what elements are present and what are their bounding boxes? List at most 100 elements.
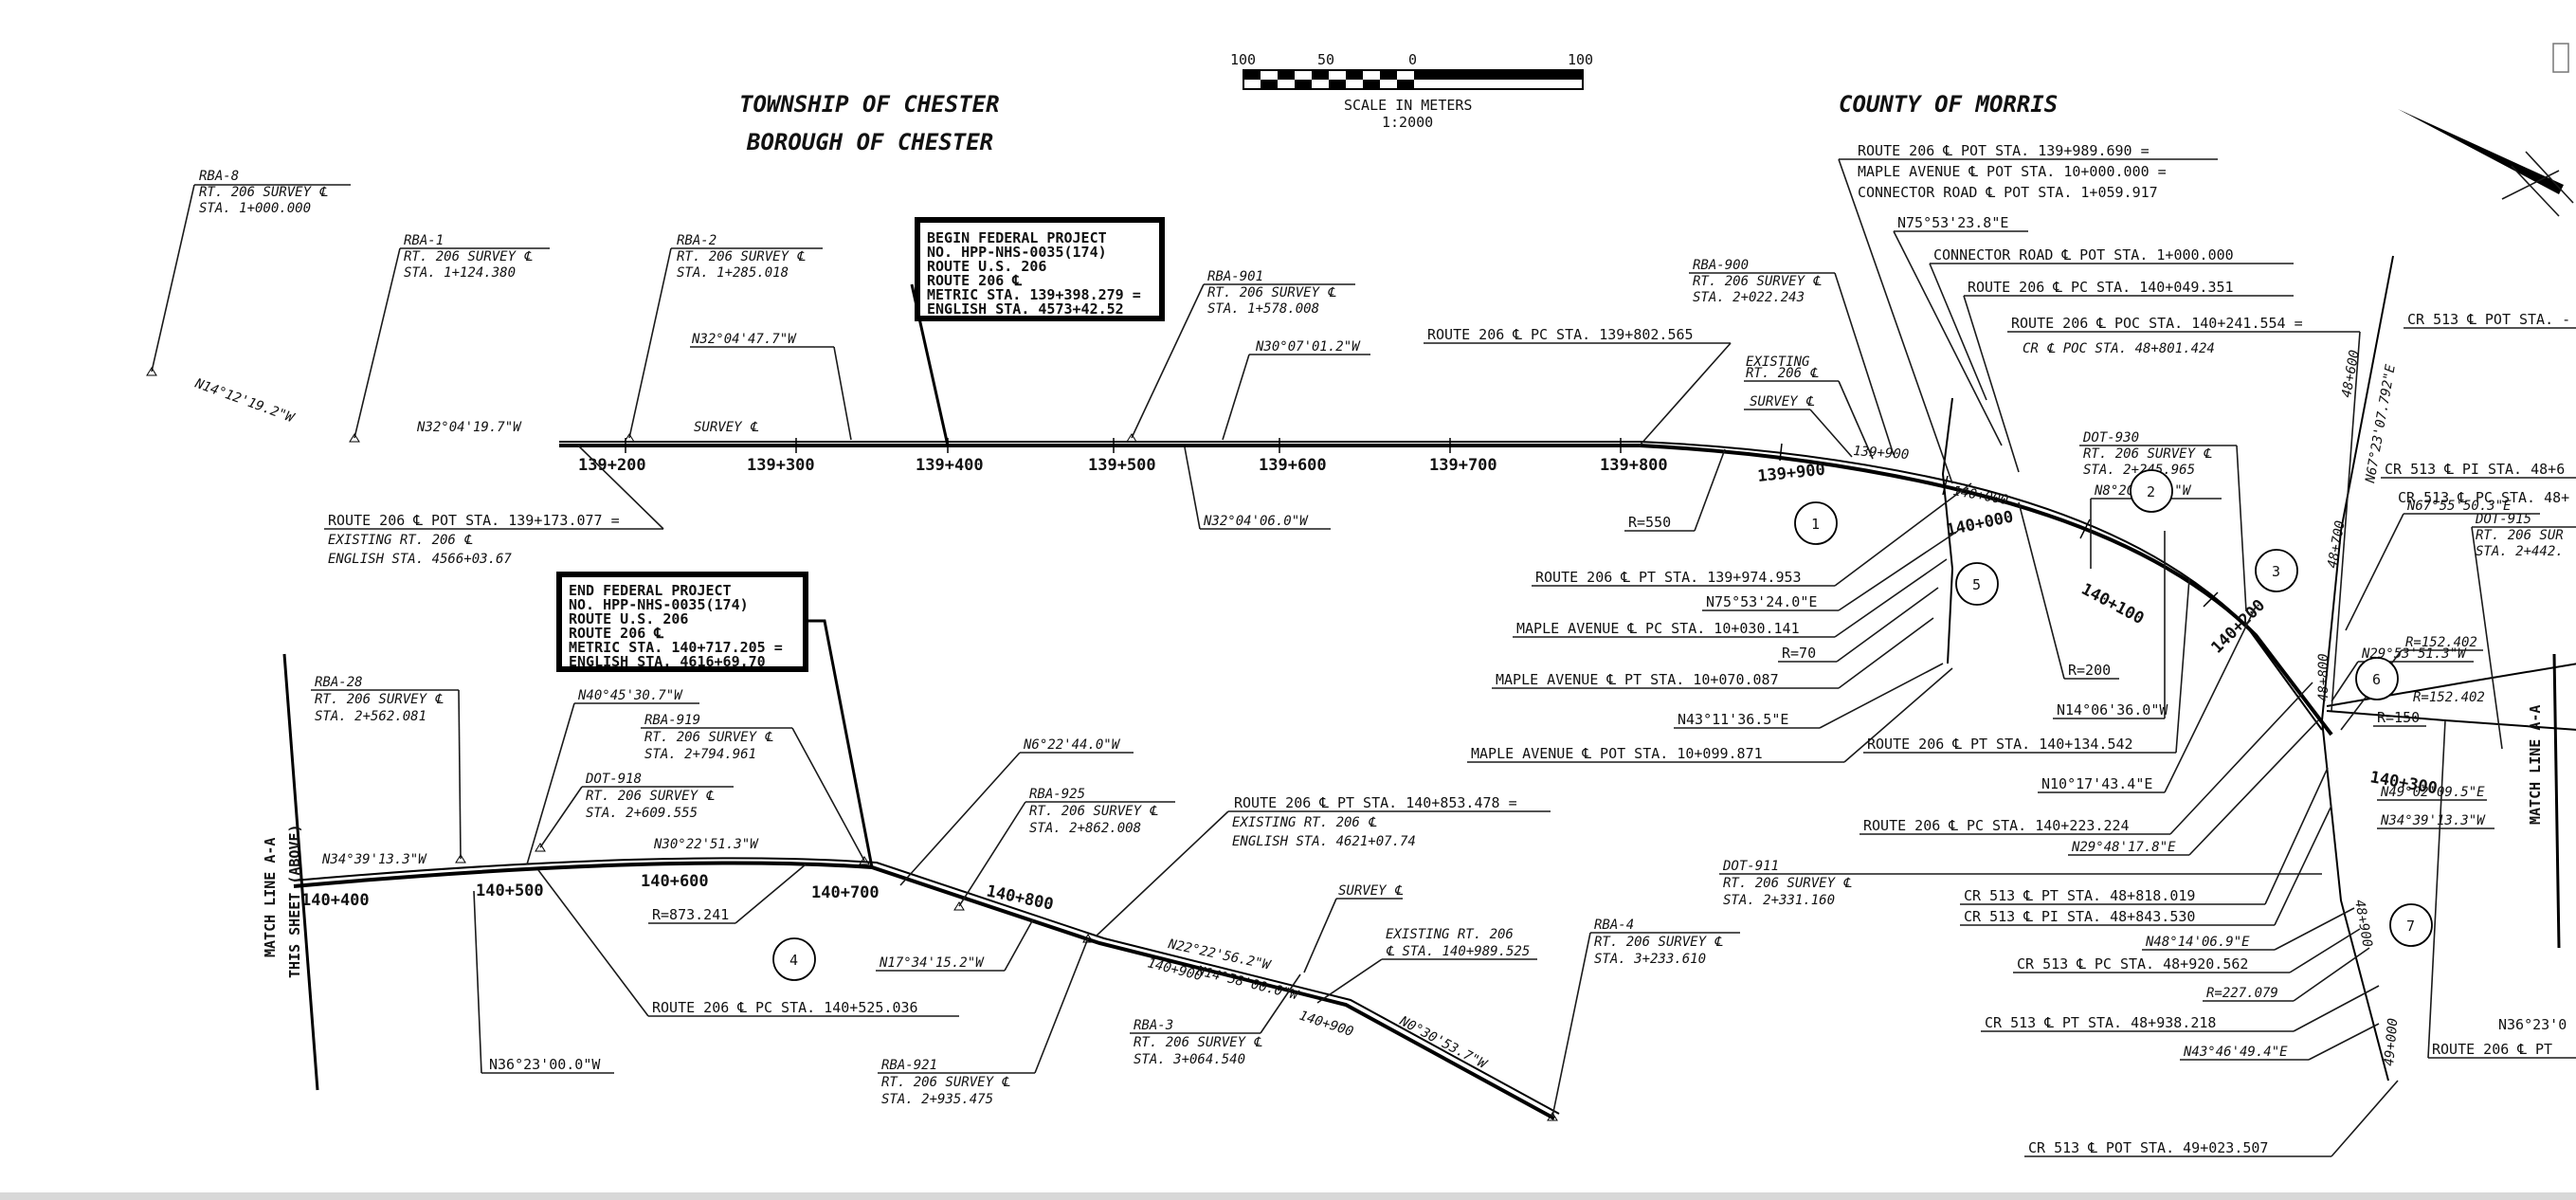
station-140-400: 140+400 xyxy=(301,891,370,910)
svg-text:STA. 3+233.610: STA. 3+233.610 xyxy=(1594,952,1706,967)
svg-text:N17°34'15.2"W: N17°34'15.2"W xyxy=(879,955,985,971)
svg-text:STA. 1+578.008: STA. 1+578.008 xyxy=(1207,301,1319,317)
svg-text:STA. 2+609.555: STA. 2+609.555 xyxy=(586,806,698,821)
callout-c25: CR 513 ℄ PT STA. 48+818.019 xyxy=(1964,887,2195,904)
callout-c32: ℄ STA. 140+989.525 xyxy=(1386,944,1530,959)
bearing-b12: N30°22'51.3"W xyxy=(653,837,759,852)
callout-c5: ROUTE 206 ℄ PC STA. 140+049.351 xyxy=(1968,279,2234,296)
horizontal-scrollbar[interactable] xyxy=(0,1192,2576,1200)
survey-point-dot-915: DOT-915 RT. 206 SUR STA. 2+442. xyxy=(2471,512,2576,750)
circle-marker-3: 3 xyxy=(2255,549,2298,592)
survey-point-rba-900: RBA-900 RT. 206 SURVEY ℄ STA. 2+022.243 xyxy=(1689,258,1895,456)
small-station-48-900: 48+900 xyxy=(2351,899,2375,949)
begin-line-6: ENGLISH STA. 4573+42.52 xyxy=(927,300,1124,318)
svg-text:RBA-8: RBA-8 xyxy=(199,169,239,184)
svg-text:RT. 206 SURVEY ℄: RT. 206 SURVEY ℄ xyxy=(315,692,444,707)
callout-c12: ROUTE 206 ℄ POT STA. 139+173.077 = xyxy=(328,512,620,529)
svg-text:RBA-925: RBA-925 xyxy=(1029,787,1085,802)
survey-point-rba-28: RBA-28 RT. 206 SURVEY ℄ STA. 2+562.081 xyxy=(311,675,466,864)
callout-c10: CR 513 ℄ PC STA. 48+ xyxy=(2398,489,2569,506)
begin-line-4: ROUTE 206 ℄ xyxy=(927,272,1022,289)
survey-point-rba-925: RBA-925 RT. 206 SURVEY ℄ STA. 2+862.008 xyxy=(953,787,1175,911)
scale-tick-50: 50 xyxy=(1317,51,1334,68)
end-line-2: NO. HPP-NHS-0035(174) xyxy=(569,596,749,613)
match-line-sub: THIS SHEET (ABOVE) xyxy=(286,824,303,978)
bearing-b24: N49°02'09.5"E xyxy=(2380,785,2485,800)
small-station-48-600: 48+600 xyxy=(2339,349,2363,399)
bearing-b26: N48°14'06.9"E xyxy=(2145,935,2250,950)
svg-text:N6°22'44.0"W: N6°22'44.0"W xyxy=(1023,737,1121,753)
radius-r8: R=152.402 xyxy=(2413,690,2485,705)
callout-c27: CR 513 ℄ PC STA. 48+920.562 xyxy=(2017,955,2248,973)
survey-label-3: SURVEY ℄ xyxy=(1338,883,1404,899)
small-station-49-000: 49+000 xyxy=(2382,1018,2401,1067)
svg-text:N32°04'06.0"W: N32°04'06.0"W xyxy=(1203,514,1309,529)
svg-text:6: 6 xyxy=(2372,671,2381,688)
svg-text:RT. 206 SURVEY ℄: RT. 206 SURVEY ℄ xyxy=(1594,935,1723,950)
begin-line-3: ROUTE U.S. 206 xyxy=(927,258,1046,275)
bearing-b19: N75°53'24.0"E xyxy=(1706,593,1817,610)
bearing-b13: N34°39'13.3"W xyxy=(321,852,427,867)
small-station-140-900a: 140+900 xyxy=(1146,955,1204,984)
small-station-140-000: 140+000 xyxy=(1951,483,2009,508)
borough-title: BOROUGH OF CHESTER xyxy=(746,129,993,155)
county-title: COUNTY OF MORRIS xyxy=(1839,91,2058,118)
bearing-b28: N36°23'0 xyxy=(2498,1016,2567,1033)
radius-r3: R=200 xyxy=(2068,662,2111,679)
radius-r5: R=150 xyxy=(2377,709,2420,726)
bearing-b9: N67°55'50.3"E xyxy=(2345,499,2540,631)
callout-c3: CONNECTOR ROAD ℄ POT STA. 1+059.917 xyxy=(1858,184,2158,201)
survey-point-dot-930: DOT-930 RT. 206 SURVEY ℄ STA. 2+245.965 xyxy=(2079,430,2247,612)
bearing-b3: N32°04'47.7"W xyxy=(690,332,852,441)
station-140-500: 140+500 xyxy=(476,882,544,900)
station-140-600: 140+600 xyxy=(641,872,709,891)
end-line-4: ROUTE 206 ℄ xyxy=(569,625,663,642)
existing-label-2: RT. 206 ℄ xyxy=(1746,366,1819,381)
svg-text:RBA-921: RBA-921 xyxy=(881,1058,937,1073)
callout-group-left: ROUTE 206 ℄ POT STA. 139+173.077 = EXIST… xyxy=(324,445,1726,567)
callout-c17: MAPLE AVENUE ℄ PT STA. 10+070.087 xyxy=(1496,671,1779,688)
svg-text:RT. 206 SURVEY ℄: RT. 206 SURVEY ℄ xyxy=(677,249,806,264)
scale-caption: SCALE IN METERS xyxy=(1344,97,1472,114)
survey-point-rba-1: RBA-1 RT. 206 SURVEY ℄ STA. 1+124.380 xyxy=(349,233,550,443)
bearing-b5: N32°04'06.0"W xyxy=(1184,446,1331,530)
scale-tick-100b: 100 xyxy=(1568,51,1593,68)
callout-c31: EXISTING RT. 206 xyxy=(1386,927,1514,942)
scale-tick-0: 0 xyxy=(1408,51,1417,68)
svg-text:RBA-2: RBA-2 xyxy=(677,233,717,248)
circle-marker-7: 7 xyxy=(2389,903,2433,947)
svg-text:STA. 2+562.081: STA. 2+562.081 xyxy=(315,709,426,724)
circle-marker-5: 5 xyxy=(1955,562,1999,606)
survey-point-dot-918: DOT-918 RT. 206 SURVEY ℄ STA. 2+609.555 xyxy=(535,772,734,852)
circle-marker-1: 1 xyxy=(1794,501,1838,545)
survey-label: SURVEY ℄ xyxy=(694,420,759,435)
bearing-b17: N0°30'53.7"W xyxy=(1396,1013,1490,1073)
circle-marker-2: 2 xyxy=(2130,469,2173,513)
callout-c6: ROUTE 206 ℄ POC STA. 140+241.554 = xyxy=(2011,315,2303,332)
survey-point-rba-919: RBA-919 RT. 206 SURVEY ℄ STA. 2+794.961 xyxy=(641,713,870,865)
bearing-b11: N40°45'30.7"W xyxy=(526,688,699,865)
callout-group-cr513: CR 513 ℄ PT STA. 48+818.019 CR 513 ℄ PI … xyxy=(1960,719,2576,1157)
radius-r7: R=227.079 xyxy=(2206,986,2278,1001)
bearing-b6: N75°53'23.8"E xyxy=(1893,214,2028,446)
station-139-300: 139+300 xyxy=(747,456,815,475)
svg-text:STA. 1+124.380: STA. 1+124.380 xyxy=(404,265,516,281)
callout-c20: ROUTE 206 ℄ PC STA. 140+223.224 xyxy=(1863,817,2130,834)
bearing-b2: N32°04'19.7"W xyxy=(416,420,522,435)
svg-text:RBA-901: RBA-901 xyxy=(1207,269,1263,284)
callout-c21: ROUTE 206 ℄ PT STA. 140+853.478 = xyxy=(1234,794,1517,811)
callout-c16: MAPLE AVENUE ℄ PC STA. 10+030.141 xyxy=(1516,620,1800,637)
callout-c9: CR 513 ℄ PI STA. 48+6 xyxy=(2385,461,2565,478)
circle-marker-4: 4 xyxy=(772,937,816,981)
callout-c13: EXISTING RT. 206 ℄ xyxy=(328,533,473,548)
svg-text:N30°07'01.2"W: N30°07'01.2"W xyxy=(1255,339,1361,355)
survey-point-rba-8: RBA-8 RT. 206 SURVEY ℄ STA. 1+000.000 xyxy=(146,169,351,376)
bearing-b21: N14°06'36.0"W xyxy=(2057,701,2168,718)
svg-text:RT. 206 SURVEY ℄: RT. 206 SURVEY ℄ xyxy=(1693,274,1822,289)
small-station-140-900b: 140+900 xyxy=(1297,1009,1355,1040)
svg-text:N75°53'23.8"E: N75°53'23.8"E xyxy=(1897,214,2008,231)
svg-text:RBA-28: RBA-28 xyxy=(315,675,363,690)
station-140-700: 140+700 xyxy=(811,883,880,902)
callout-c1: ROUTE 206 ℄ POT STA. 139+989.690 = xyxy=(1858,142,2150,159)
callout-c8: CR 513 ℄ POT STA. - xyxy=(2407,311,2570,328)
